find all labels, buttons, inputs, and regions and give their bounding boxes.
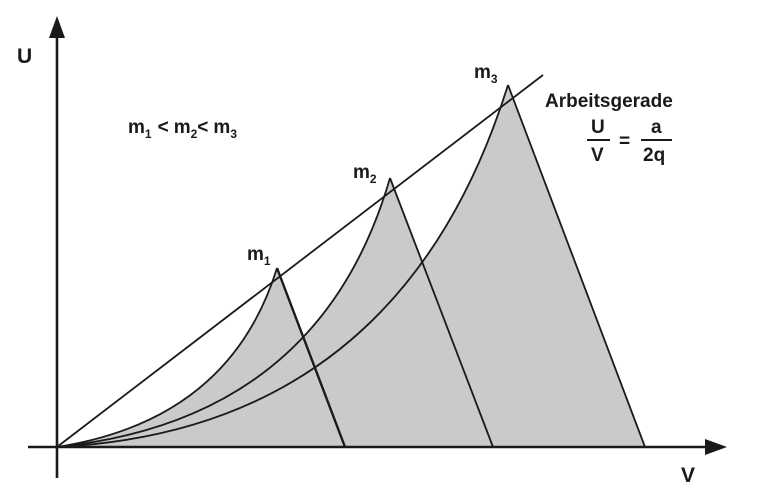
y-axis-arrowhead (49, 16, 65, 38)
falling-edge-m1 (275, 267, 347, 448)
work-line-rhs-numerator: a (651, 117, 662, 138)
work-line-rhs-denominator: 2q (643, 145, 665, 166)
region-m2 (57, 178, 493, 447)
region-m1 (57, 268, 345, 447)
work-line-lhs-denominator: V (591, 145, 604, 166)
inequality-label: m1<m2<m3 (128, 117, 237, 141)
region-m3 (57, 85, 645, 447)
y-axis-label: U (17, 45, 32, 68)
work-line-title: Arbeitsgerade (545, 91, 673, 112)
curve-m3 (56, 84, 509, 448)
x-axis-arrowhead (705, 439, 727, 455)
falling-edge-m3 (507, 84, 646, 448)
peak-label-m1: m1 (247, 244, 271, 268)
work-line-lhs-numerator: U (591, 117, 605, 138)
falling-edge-m2 (389, 177, 494, 448)
peak-label-m2: m2 (353, 162, 377, 186)
work-line-equals: = (619, 131, 630, 152)
work-line (56, 74, 544, 448)
peak-label-m3: m3 (474, 62, 498, 86)
x-axis-label: V (681, 464, 695, 487)
curve-m2 (56, 177, 391, 448)
curve-m1 (56, 267, 278, 448)
